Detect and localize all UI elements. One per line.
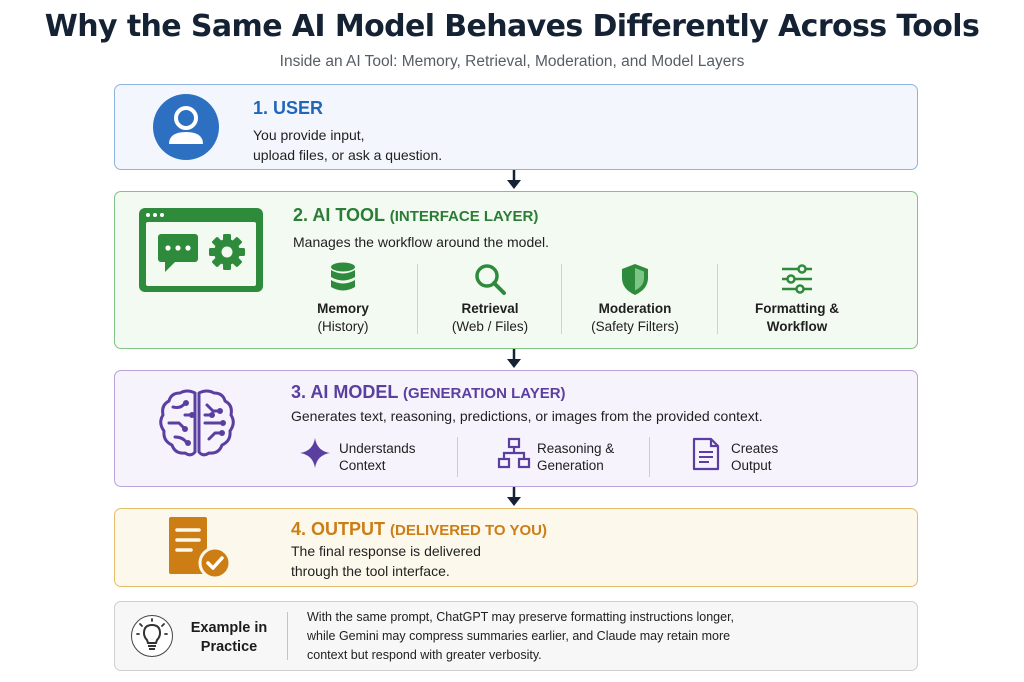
tool-step-box: 2. AI TOOL (INTERFACE LAYER) Manages the… xyxy=(114,191,918,349)
document-icon xyxy=(692,437,720,471)
shield-icon xyxy=(622,264,648,295)
feature-formatting-workflow: Formatting & Workflow xyxy=(737,262,857,336)
example-label: Example in Practice xyxy=(190,620,268,655)
document-check-icon xyxy=(169,517,232,580)
page-subtitle: Inside an AI Tool: Memory, Retrieval, Mo… xyxy=(279,53,745,70)
flow-arrow-2 xyxy=(507,349,521,368)
flow-arrow-3 xyxy=(507,487,521,506)
example-text: With the same prompt, ChatGPT may preser… xyxy=(307,610,735,662)
model-description: Generates text, reasoning, predictions, … xyxy=(291,408,763,424)
page-title: Why the Same AI Model Behaves Differentl… xyxy=(44,9,980,44)
user-heading: 1. USER xyxy=(253,98,324,118)
user-step-box: 1. USER You provide input, upload files,… xyxy=(114,84,918,170)
user-description: You provide input, upload files, or ask … xyxy=(253,127,443,163)
output-description: The final response is delivered through … xyxy=(291,543,481,579)
app-window-chat-gear-icon xyxy=(139,208,263,292)
sparkle-icon xyxy=(300,438,330,468)
output-step-box: 4. OUTPUT (DELIVERED TO YOU) The final r… xyxy=(114,508,918,587)
model-step-box: 3. AI MODEL (GENERATION LAYER) Generates… xyxy=(114,370,918,487)
model-heading: 3. AI MODEL (GENERATION LAYER) xyxy=(291,382,566,402)
output-heading: 4. OUTPUT (DELIVERED TO YOU) xyxy=(291,519,547,539)
feature-retrieval: Retrieval (Web / Files) xyxy=(440,262,540,336)
feature-moderation: Moderation (Safety Filters) xyxy=(578,262,692,336)
example-box: Example in Practice With the same prompt… xyxy=(114,601,918,671)
lightbulb-icon xyxy=(131,615,173,657)
hierarchy-icon xyxy=(497,437,531,469)
feature-reasoning-generation: Reasoning &Generation xyxy=(497,437,647,475)
search-icon xyxy=(475,264,506,295)
brain-circuit-icon xyxy=(159,389,235,457)
tool-heading: 2. AI TOOL (INTERFACE LAYER) xyxy=(293,205,539,225)
example-divider xyxy=(287,612,288,660)
user-avatar-icon xyxy=(153,94,219,160)
tool-description: Manages the workflow around the model. xyxy=(293,234,550,250)
feature-memory: Memory (History) xyxy=(293,262,393,336)
database-icon xyxy=(331,262,355,291)
sliders-icon xyxy=(782,264,812,294)
flow-arrow-1 xyxy=(507,170,521,189)
